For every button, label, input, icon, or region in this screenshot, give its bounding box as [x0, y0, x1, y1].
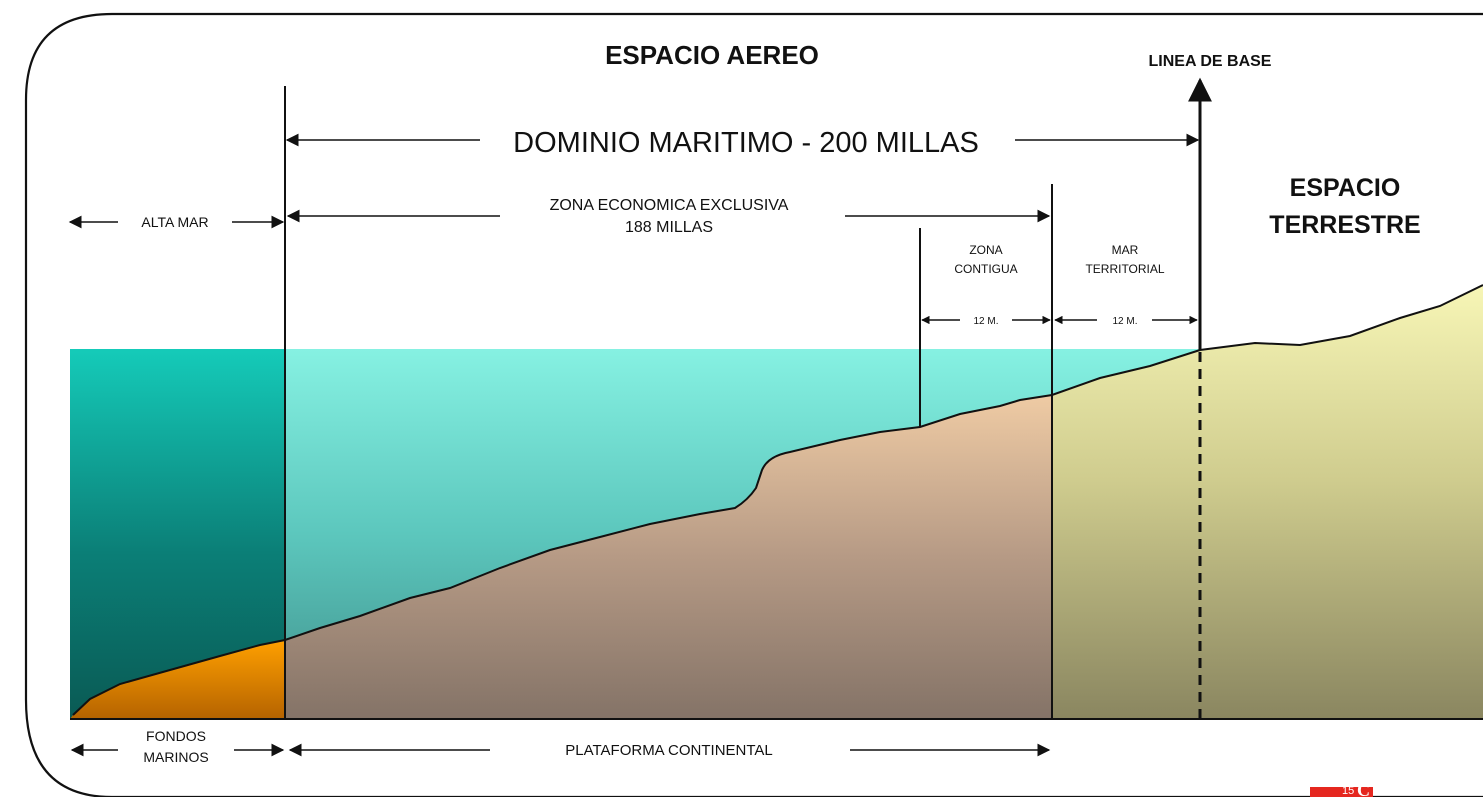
zona-contigua-label-2: CONTIGUA	[954, 262, 1017, 276]
terrain-outline	[72, 284, 1483, 716]
diagram-frame	[24, 12, 1483, 797]
linea-de-base-label: LINEA DE BASE	[1149, 53, 1272, 70]
badge-letter: C	[1357, 787, 1370, 797]
espacio-aereo-label: ESPACIO AEREO	[605, 40, 819, 70]
page-number: 15	[1342, 787, 1355, 797]
mar-territorial-label-2: TERRITORIAL	[1085, 262, 1164, 276]
alta-mar-label: ALTA MAR	[141, 214, 208, 230]
page-badge: 15 C	[1310, 787, 1373, 797]
fondos-marinos-label-1: FONDOS	[146, 728, 206, 744]
seabed	[70, 640, 285, 719]
zee-label-1: ZONA ECONOMICA EXCLUSIVA	[550, 197, 789, 214]
zee-label-2: 188 MILLAS	[625, 219, 713, 236]
land-terrain	[1052, 285, 1483, 719]
mar-territorial-label-1: MAR	[1112, 243, 1139, 257]
espacio-terrestre-label-2: TERRESTRE	[1269, 211, 1420, 239]
plataforma-continental-label: PLATAFORMA CONTINENTAL	[565, 742, 773, 759]
zona-contigua-label-1: ZONA	[969, 243, 1002, 257]
mar-territorial-width-label: 12 M.	[1112, 316, 1137, 327]
continental-shelf	[285, 395, 1052, 719]
dominio-maritimo-label: DOMINIO MARITIMO - 200 MILLAS	[513, 127, 979, 159]
espacio-terrestre-label-1: ESPACIO	[1290, 174, 1401, 202]
zona-contigua-width-label: 12 M.	[973, 316, 998, 327]
fondos-marinos-label-2: MARINOS	[143, 749, 208, 765]
